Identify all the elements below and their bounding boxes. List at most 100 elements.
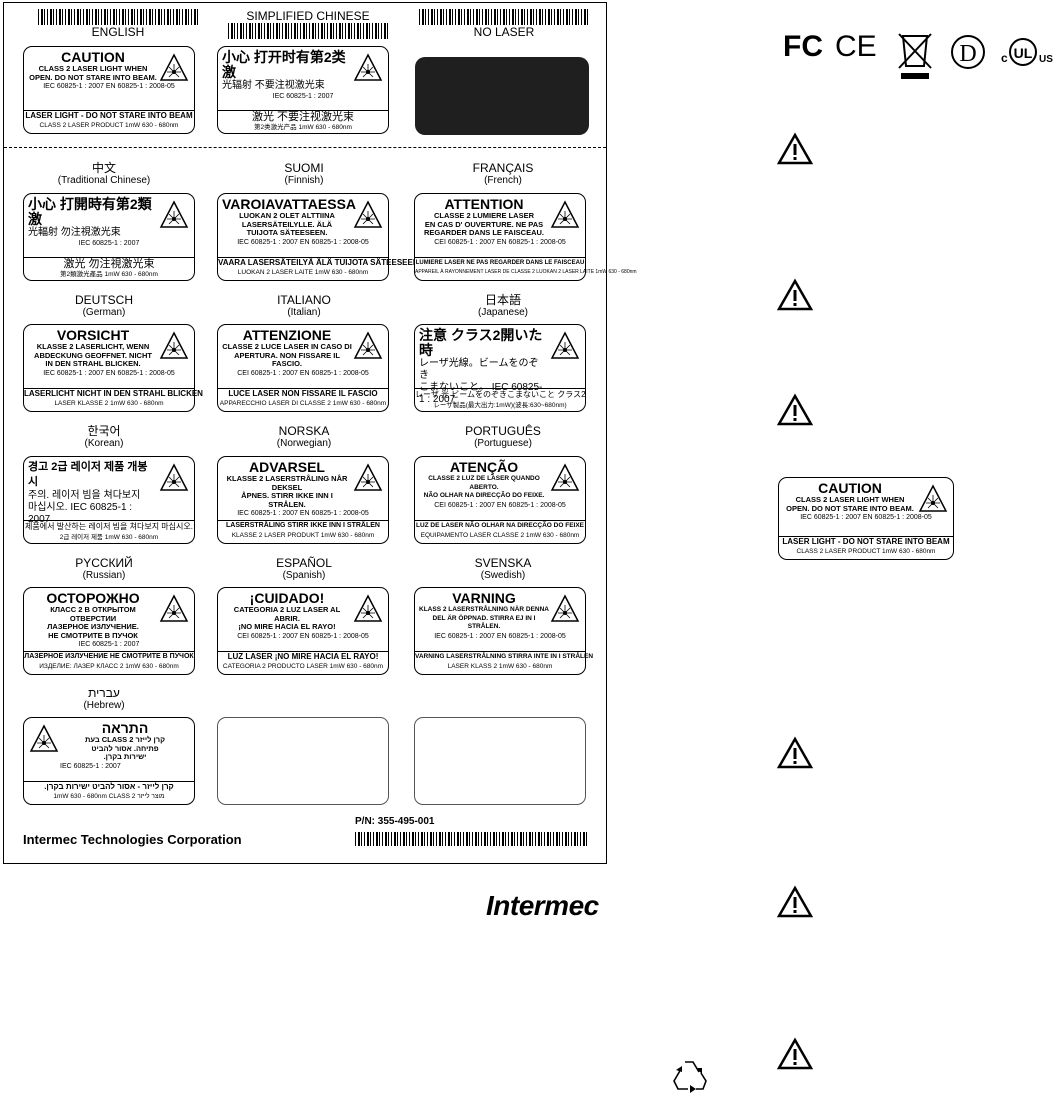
laser-warning-icon bbox=[353, 331, 383, 359]
section-swedish: SVENSKA(Swedish) bbox=[408, 556, 598, 582]
label-text: CLASS 2 LASER LIGHT WHEN OPEN. DO NOT ST… bbox=[29, 64, 157, 82]
label-bottom-subtext: CLASS 2 LASER PRODUCT 1mW 630 - 680nm bbox=[39, 122, 179, 129]
corporation-name: Intermec Technologies Corporation bbox=[23, 832, 242, 847]
label-heading: CAUTION bbox=[61, 49, 125, 65]
label-bottom-text: VARNING LASERSTRÅLNING STIRRA INTE IN I … bbox=[415, 653, 594, 660]
barcode bbox=[419, 9, 589, 25]
label-english: CAUTION CLASS 2 LASER LIGHT WHEN OPEN. D… bbox=[23, 46, 195, 134]
label-bottom-subtext: KLASSE 2 LASER PRODUKT 1mW 630 - 680nm bbox=[231, 532, 375, 539]
laser-warning-icon bbox=[550, 331, 580, 359]
lang-subtitle: (French) bbox=[484, 175, 522, 186]
label-standard: IEC 60825-1 : 2007 EN 60825-1 : 2008-05 bbox=[43, 369, 175, 377]
label-bottom-subtext: CATEGORIA 2 PRODUCTO LASER 1mW 630 - 680… bbox=[222, 663, 384, 670]
label-heading: ОСТОРОЖНО bbox=[46, 590, 140, 606]
label-standard: IEC 60825-1 : 2007 bbox=[78, 641, 140, 648]
section-spanish: ESPAÑOL(Spanish) bbox=[209, 556, 399, 582]
lang-subtitle: (Japanese) bbox=[477, 307, 529, 318]
label-japanese: 注意 クラス2開いた時レーザ光線。ビームをのぞき こまないこと。 IEC 608… bbox=[414, 324, 586, 412]
warning-triangle-icon bbox=[776, 885, 814, 918]
section-traditional-chinese: 中文(Traditional Chinese) bbox=[9, 161, 199, 187]
section-simplified-chinese: SIMPLIFIED CHINESE bbox=[213, 9, 403, 39]
label-text: KLASSE 2 LASERLICHT, WENN ABDECKUNG GEOF… bbox=[34, 342, 152, 368]
label-bottom-text: LUCE LASER NON FISSARE IL FASCIO bbox=[228, 389, 378, 398]
d-mark-icon: D bbox=[951, 35, 985, 69]
section-italian: ITALIANO(Italian) bbox=[209, 293, 399, 319]
part-number: P/N: 355-495-001 bbox=[355, 816, 435, 827]
label-bottom-subtext: APPAREIL À RAYONNEMENT LASER DE CLASSE 2… bbox=[415, 269, 637, 275]
lang-title: SUOMI bbox=[284, 161, 324, 175]
svg-text:UL: UL bbox=[1014, 45, 1033, 61]
lang-title: PORTUGUÊS bbox=[465, 424, 541, 438]
svg-text:D: D bbox=[959, 41, 976, 67]
lang-subtitle: (Swedish) bbox=[480, 570, 526, 581]
caution-label-standalone: CAUTION CLASS 2 LASER LIGHT WHEN OPEN. D… bbox=[778, 477, 954, 560]
label-heading: ATTENTION bbox=[444, 196, 524, 212]
laser-warning-icon bbox=[550, 463, 580, 491]
label-bottom-text: LASERLICHT NICHT IN DEN STRAHL BLICKEN bbox=[24, 389, 203, 398]
section-no-laser: NO LASER bbox=[409, 9, 599, 39]
section-russian: PYCCКИЙ(Russian) bbox=[9, 556, 199, 582]
section-hebrew: עברית(Hebrew) bbox=[9, 686, 199, 712]
lang-subtitle: (Norwegian) bbox=[276, 438, 332, 449]
lang-subtitle: (Hebrew) bbox=[83, 700, 125, 711]
section-french: FRANÇAIS(French) bbox=[408, 161, 598, 187]
lang-title: ENGLISH bbox=[91, 25, 145, 39]
ul-mark-icon: UL bbox=[1009, 38, 1037, 66]
label-heading: CAUTION bbox=[818, 480, 882, 496]
lang-title: 한국어 bbox=[87, 424, 121, 438]
cut-line bbox=[4, 147, 606, 148]
laser-warning-icon bbox=[353, 463, 383, 491]
label-text: קרן לייזר CLASS 2 בעת פתיחה. אסור להביט … bbox=[85, 735, 165, 761]
label-text: 주의. 레이저 빔을 쳐다보지 마십시오. IEC 60825-1 : 2007 bbox=[28, 490, 141, 525]
label-text: CATEGORIA 2 LUZ LASER AL ABRIR. ¡NO MIRE… bbox=[233, 605, 341, 631]
lang-title: עברית bbox=[88, 686, 120, 700]
label-standard: IEC 60825-1 : 2007 EN 60825-1 : 2008-05 bbox=[434, 632, 566, 640]
section-korean: 한국어(Korean) bbox=[9, 424, 199, 450]
section-portuguese: PORTUGUÊS(Portuguese) bbox=[408, 424, 598, 450]
lang-title: ITALIANO bbox=[277, 293, 331, 307]
label-text: レーザ光線。ビームをのぞき こまないこと。 IEC 60825-1 : 2007 bbox=[419, 358, 543, 405]
label-bottom-subtext: 1mW 630 - 680nm CLASS 2 מוצר לייזר bbox=[53, 793, 165, 800]
label-bottom-text: LASER LIGHT - DO NOT STARE INTO BEAM bbox=[25, 111, 193, 120]
warning-triangle-icon bbox=[776, 132, 814, 165]
label-bottom-text: LASER LIGHT - DO NOT STARE INTO BEAM bbox=[782, 537, 950, 546]
label-text: KLASS 2 LASERSTRÅLNING NÄR DENNA DEL ÄR … bbox=[419, 606, 550, 630]
lang-title: 日本語 bbox=[484, 293, 521, 307]
barcode bbox=[228, 23, 388, 39]
lang-subtitle: (Traditional Chinese) bbox=[57, 175, 151, 186]
lang-subtitle: (Korean) bbox=[84, 438, 124, 449]
intermec-logo: Intermec bbox=[486, 890, 599, 921]
label-bottom-text: LUZ LASER ¡NO MIRE HACIA EL RAYO! bbox=[227, 652, 379, 661]
label-text: 光辐射 不要注视激光束 bbox=[222, 80, 325, 91]
label-heading: 경고 2급 레이저 제품 개봉시 bbox=[28, 461, 148, 488]
label-simplified-chinese: 小心 打开时有第2类激 光辐射 不要注视激光束 IEC 60825-1 : 20… bbox=[217, 46, 389, 134]
label-heading: 小心 打开时有第2类激 bbox=[222, 49, 346, 80]
weee-bin-icon bbox=[898, 33, 932, 79]
label-standard: CEI 60825-1 : 2007 EN 60825-1 : 2008-05 bbox=[237, 369, 369, 377]
lang-subtitle: (Italian) bbox=[287, 307, 321, 318]
lang-subtitle: (German) bbox=[82, 307, 126, 318]
certification-marks: FC CE D c UL US bbox=[783, 30, 1053, 79]
laser-warning-icon bbox=[550, 594, 580, 622]
blank-label bbox=[414, 717, 586, 805]
laser-warning-icon bbox=[353, 200, 383, 228]
lang-title: 中文 bbox=[91, 161, 116, 175]
lang-title: SVENSKA bbox=[474, 556, 532, 570]
label-text: CLASSE 2 LUCE LASER IN CASO DI APERTURA.… bbox=[222, 342, 352, 368]
warning-triangle-icon bbox=[776, 393, 814, 426]
label-heading: ¡CUIDADO! bbox=[249, 590, 325, 606]
label-text: 光輻射 勿注視激光束 bbox=[28, 227, 121, 238]
label-heading: התראה bbox=[101, 720, 149, 736]
label-heading: ADVARSEL bbox=[249, 459, 325, 475]
laser-warning-icon bbox=[159, 200, 189, 228]
laser-warning-icon bbox=[159, 331, 189, 359]
laser-warning-icon bbox=[353, 594, 383, 622]
lang-title: NORSKA bbox=[278, 424, 330, 438]
label-bottom-subtext: 2급 레이저 제품 1mW 630 - 680nm bbox=[59, 534, 159, 541]
